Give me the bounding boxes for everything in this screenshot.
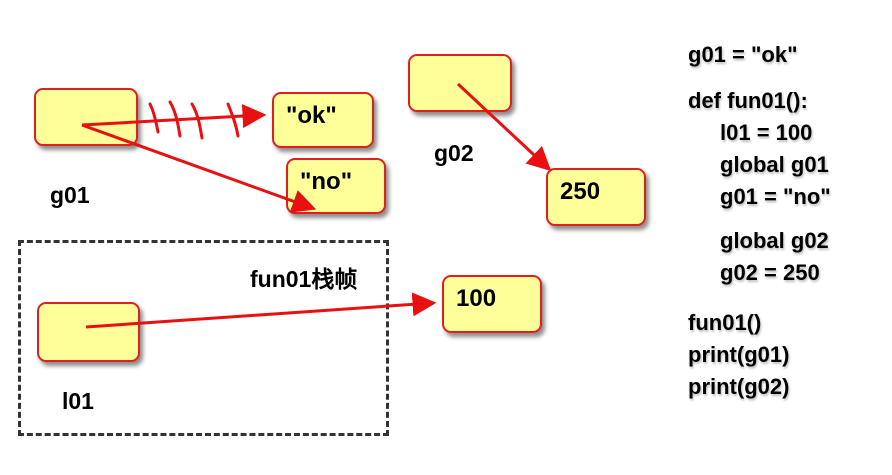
code-line: print(g01): [688, 342, 790, 367]
code-line: g01 = "ok": [688, 42, 798, 67]
strike-marks: [148, 100, 240, 140]
code-line: g01 = "no": [720, 184, 831, 209]
code-line: print(g02): [688, 374, 790, 399]
code-line: global g01: [720, 152, 829, 177]
code-line: def fun01():: [688, 88, 808, 113]
g02-label: g02: [434, 140, 474, 166]
value-100-box: 100: [442, 275, 542, 333]
code-line: global g02: [720, 228, 829, 253]
value-ok-box: "ok": [272, 92, 374, 148]
code-line: fun01(): [688, 310, 762, 335]
fun01-stack-frame: [18, 240, 389, 436]
value-250-box: 250: [546, 168, 646, 226]
code-line: l01 = 100: [720, 120, 813, 145]
arrow-l01-to-100: [85, 292, 437, 329]
arrow-g01-to-no: [81, 123, 317, 213]
code-line: g02 = 250: [720, 260, 820, 285]
l01-label: l01: [62, 388, 94, 414]
stack-frame-label: fun01栈帧: [250, 266, 358, 292]
l01-variable-box: [37, 302, 140, 362]
g01-label: g01: [50, 182, 90, 208]
g01-variable-box: [34, 88, 138, 146]
g02-variable-box: [408, 54, 512, 112]
arrow-g02-to-250: [456, 82, 552, 172]
